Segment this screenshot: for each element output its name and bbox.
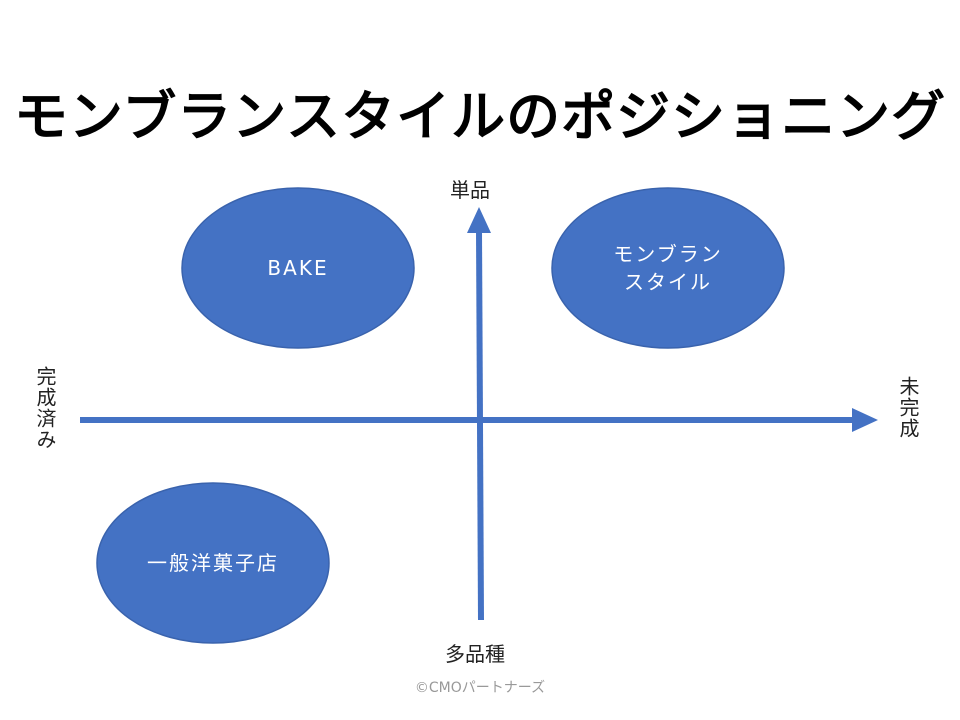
ellipse-general [96,482,330,644]
ellipse-montblanc [551,187,785,349]
copyright: ©CMOパートナーズ [414,680,546,696]
montblanc-label-line2: スタイル [624,270,712,294]
axis-label-top: 単品 [450,178,490,202]
ellipse-bake [181,187,415,349]
axis-label-bottom: 多品種 [445,642,505,666]
vertical-axis [476,229,484,621]
page-title: モンブランスタイルのポジショニング [13,85,947,148]
axis-label-right: 未完成 [896,376,920,439]
axis-label-left: 完成済み [33,366,57,450]
montblanc-label-line1: モンブラン [613,242,723,266]
right-arrowhead [852,408,878,432]
bake-label: BAKE [267,256,329,280]
general-label: 一般洋菓子店 [147,551,279,575]
up-arrowhead [467,207,491,233]
